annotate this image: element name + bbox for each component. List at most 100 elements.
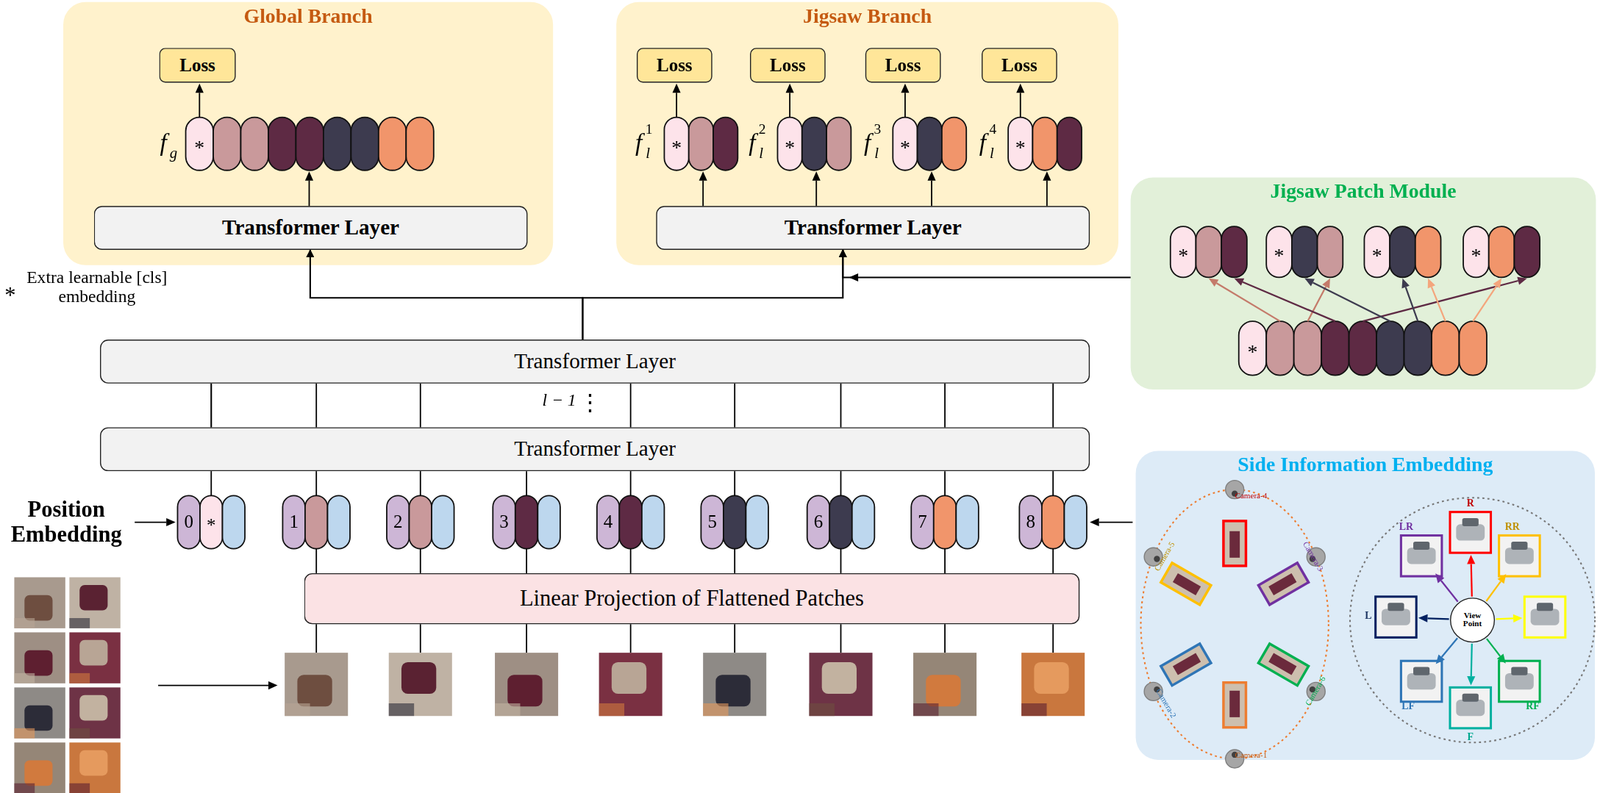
arrow-head	[166, 518, 175, 527]
token-pill	[892, 117, 917, 171]
image-detail	[24, 705, 53, 732]
connector	[210, 383, 212, 428]
annotation: *	[1177, 244, 1189, 267]
token-pill	[1291, 226, 1318, 278]
wire	[1441, 638, 1458, 658]
arrow-head	[1418, 614, 1428, 623]
token-pill	[713, 117, 738, 171]
arrow-head	[1493, 278, 1503, 289]
panel-title: Jigsaw Patch Module	[1270, 179, 1457, 203]
token-pill	[1317, 226, 1344, 278]
token-pill	[1458, 321, 1487, 376]
wire	[1431, 286, 1446, 322]
token-pill	[431, 495, 455, 549]
token-pill	[1463, 226, 1489, 278]
image-detail	[79, 695, 108, 722]
feature-symbol: l	[989, 144, 995, 162]
wire	[733, 549, 736, 574]
connector	[310, 250, 584, 340]
image-patch	[69, 577, 120, 628]
feature-symbol: g	[169, 144, 178, 162]
wire	[1486, 581, 1501, 602]
token-pill	[1032, 117, 1057, 171]
view-label: R	[1466, 497, 1475, 509]
panel-title: Side Information Embedding	[1237, 452, 1493, 477]
token-pill	[829, 495, 853, 549]
image-detail	[401, 662, 437, 695]
car-window	[1536, 602, 1553, 612]
image-detail	[69, 783, 90, 793]
wire	[1216, 283, 1281, 322]
token-index: 7	[917, 512, 927, 533]
view-label: Camera-3	[1300, 541, 1324, 574]
token-index: 8	[1025, 512, 1035, 533]
view-label: RF	[1525, 700, 1540, 712]
transformer-layer: Transformer Layer	[655, 205, 1090, 250]
image-detail	[13, 673, 35, 684]
node-text: Transformer Layer	[513, 436, 676, 463]
wire	[1099, 522, 1134, 524]
token-pill	[350, 117, 378, 171]
image-detail	[69, 728, 90, 739]
feature-symbol: f	[159, 129, 167, 157]
token-index: 1	[288, 512, 298, 533]
token-pill	[282, 495, 306, 549]
arrow-head	[786, 83, 795, 93]
arrow-head	[849, 273, 859, 282]
token-pill	[911, 495, 934, 549]
image-detail	[507, 675, 542, 707]
viewpoint-ring	[1350, 497, 1595, 743]
wire	[944, 624, 946, 653]
projection-box: Linear Projection of Flattened Patches	[304, 573, 1081, 625]
wire	[1362, 280, 1518, 322]
car-body	[1530, 608, 1560, 625]
annotation: l − 1	[541, 391, 576, 411]
token-pill	[597, 495, 620, 549]
image-patch	[494, 652, 559, 717]
image-detail	[1021, 703, 1047, 717]
wire	[840, 383, 842, 428]
image-patch	[69, 687, 120, 739]
node-text: View Point	[1454, 611, 1492, 629]
token-pill	[408, 495, 432, 549]
wire	[525, 471, 528, 496]
wire	[525, 624, 528, 653]
annotation: *	[1372, 244, 1383, 267]
token-pill	[1376, 321, 1404, 376]
feature-symbol: l	[874, 144, 879, 162]
token-pill	[917, 117, 942, 171]
arrow-head	[1497, 574, 1507, 584]
wire	[944, 471, 946, 496]
token-pill	[933, 495, 957, 549]
person-image	[1161, 563, 1212, 606]
car-image	[1400, 536, 1442, 578]
token-index: *	[206, 516, 216, 537]
arrow-head	[1516, 277, 1527, 286]
wire	[419, 624, 422, 653]
image-detail	[24, 761, 53, 787]
token-pill	[515, 495, 539, 549]
arrow-head	[1208, 278, 1220, 287]
viewpoint-circle: View Point	[1450, 597, 1495, 643]
feature-symbol: *	[671, 136, 682, 159]
token-pill	[405, 117, 434, 171]
node-text: Transformer Layer	[222, 215, 400, 242]
wire	[1052, 383, 1054, 428]
wire	[315, 624, 317, 653]
wire	[419, 549, 422, 574]
arrow-head	[1466, 676, 1475, 687]
image-patch	[599, 652, 663, 717]
car-body	[1505, 547, 1534, 564]
token-pill	[1266, 321, 1294, 376]
image-patch	[284, 652, 348, 717]
wire	[315, 471, 317, 496]
token-pill	[619, 495, 642, 549]
car-image	[1400, 661, 1442, 703]
image-patch	[13, 742, 65, 793]
token-pill	[327, 495, 350, 549]
image-detail	[925, 675, 961, 707]
token-pill	[802, 117, 827, 171]
annotation: *	[1470, 244, 1481, 267]
view-label: Camera-6	[1304, 675, 1328, 709]
annotation: *	[4, 283, 16, 309]
